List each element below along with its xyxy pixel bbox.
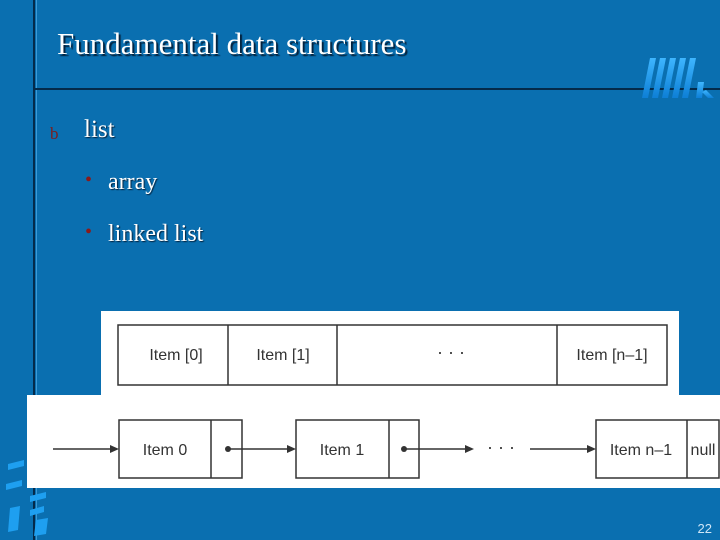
linked-node-last: Item n–1 (610, 442, 672, 459)
array-cell-0: Item [0] (149, 347, 202, 364)
university-logo-icon (642, 58, 714, 98)
slide-title: Fundamental data structures (57, 26, 407, 61)
array-cell-1: Item [1] (256, 347, 309, 364)
page-number: 22 (697, 521, 712, 536)
array-cell-last: Item [n–1] (576, 347, 647, 364)
sub-bullet-array: array (108, 169, 158, 195)
slide-frame-vertical-highlight (36, 0, 37, 540)
array-figure-panel (101, 311, 679, 401)
linked-node-0: Item 0 (143, 442, 188, 459)
linked-list-figure-panel (27, 395, 720, 488)
array-ellipsis: · · · (437, 342, 465, 362)
linked-node-1: Item 1 (320, 442, 365, 459)
bullet-text-list: list (84, 116, 115, 143)
null-label: null (691, 442, 716, 459)
bullet-marker: b (50, 124, 59, 143)
sub-bullet-marker: • (85, 169, 93, 191)
slide-frame-horizontal (33, 88, 720, 90)
linked-ellipsis: · · · (487, 437, 515, 457)
slide-frame-vertical (33, 0, 35, 540)
sub-bullet-linked-list: linked list (108, 221, 204, 247)
sub-bullet-marker: • (85, 221, 93, 243)
